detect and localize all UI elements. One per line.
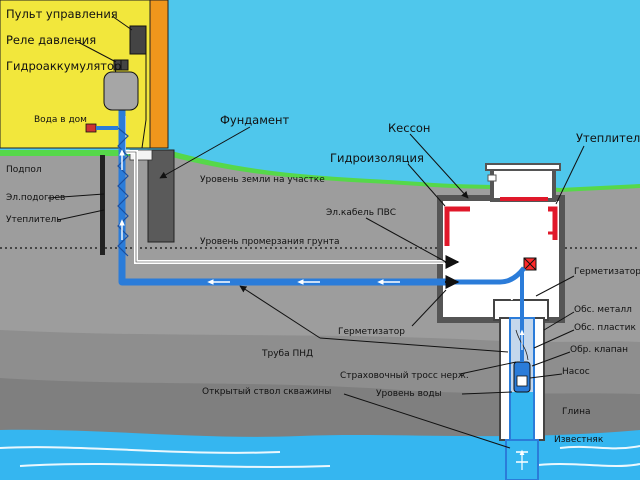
caisson-hatch	[487, 174, 497, 182]
pointer-pnd-1	[239, 285, 321, 339]
pointer-pnd-2	[319, 337, 509, 353]
label-subfloor: Подпол	[6, 165, 42, 175]
pointer-pump	[529, 373, 563, 379]
pointer-sealant-mid	[411, 289, 447, 327]
heating-spiral	[117, 127, 129, 257]
safety-cable-line	[515, 329, 529, 361]
aquifer-flow-line	[559, 445, 640, 450]
pnd-pipe-caisson	[452, 266, 526, 285]
caisson-insulation-right	[548, 206, 558, 240]
panel-wire	[141, 40, 147, 149]
pointer-casing-metal	[543, 311, 575, 331]
pointer-waterproofing	[407, 163, 446, 207]
caisson-insulation-left	[444, 206, 470, 246]
label-insulation-top: Утеплитель	[576, 131, 640, 145]
label-heating-cable: Эл.подогрев	[6, 193, 65, 203]
label-casing-metal: Обс. металл	[574, 305, 632, 315]
pointer-pvs-cable	[365, 217, 447, 263]
label-water-to-house: Вода в дом	[34, 115, 87, 125]
pointer-insulation-left	[57, 209, 105, 221]
house-wall-beam	[149, 0, 169, 149]
label-sealant-mid: Герметизатор	[338, 327, 405, 337]
label-accumulator: Гидроаккумулятор	[6, 59, 121, 73]
label-open-borehole: Открытый ствол скважины	[202, 387, 331, 397]
pointer-sealant-right	[535, 275, 575, 297]
caisson-neck	[490, 164, 556, 202]
pointer-control-panel	[111, 15, 133, 31]
label-control-panel: Пульт управления	[6, 7, 118, 21]
aquifer-flow-line	[19, 463, 331, 468]
label-waterproofing: Гидроизоляция	[330, 151, 424, 165]
aquifer-flow-line	[0, 446, 281, 454]
foundation-block	[147, 149, 175, 243]
label-casing-plastic: Обс. пластик	[574, 323, 636, 333]
label-foundation: Фундамент	[220, 113, 289, 127]
deep-soil	[0, 330, 640, 400]
label-limestone: Известняк	[554, 435, 604, 445]
pointer-pressure-relay	[77, 41, 117, 63]
label-freezing-level: Уровень промерзания грунта	[200, 237, 339, 247]
pointer-foundation	[159, 126, 251, 179]
pointer-check-valve	[531, 351, 571, 367]
pointer-caisson	[409, 133, 469, 199]
label-safety-cable: Страховочный тросс нерж.	[340, 371, 469, 381]
pointer-heating	[47, 193, 105, 199]
check-valve-cross	[523, 257, 537, 271]
pump-window	[516, 375, 528, 387]
pvs-cable-inner	[453, 261, 513, 301]
well-water	[511, 392, 533, 444]
house-valve	[85, 123, 97, 133]
label-check-valve: Обр. клапан	[570, 345, 628, 355]
control-panel-box	[129, 25, 147, 55]
limestone-aquifer	[0, 429, 640, 480]
pointer-safety-cable	[459, 361, 517, 375]
label-pvs-cable: Эл.кабель ПВС	[326, 208, 396, 218]
caisson-lid	[485, 163, 561, 171]
label-ground-level: Уровень земли на участке	[200, 175, 325, 185]
pointer-insulation-top	[555, 145, 585, 205]
pointer-water-level	[461, 391, 513, 395]
foundation-cap	[129, 149, 153, 161]
label-caisson: Кессон	[388, 121, 430, 135]
accumulator-tank	[103, 71, 139, 111]
pointer-casing-plastic	[533, 329, 575, 349]
label-pnd-pipe: Труба ПНД	[261, 349, 313, 359]
aquifer-flow-line	[529, 463, 640, 467]
label-pressure-relay: Реле давления	[6, 33, 96, 47]
label-water-level: Уровень воды	[376, 389, 442, 399]
label-clay: Глина	[562, 407, 591, 417]
pointer-open-borehole	[343, 393, 511, 449]
left-insulation-post	[100, 155, 105, 255]
label-pump: Насос	[562, 367, 590, 377]
label-insulation-left: Утеплитель	[6, 215, 62, 225]
label-sealant-right: Герметизатор	[574, 267, 640, 277]
